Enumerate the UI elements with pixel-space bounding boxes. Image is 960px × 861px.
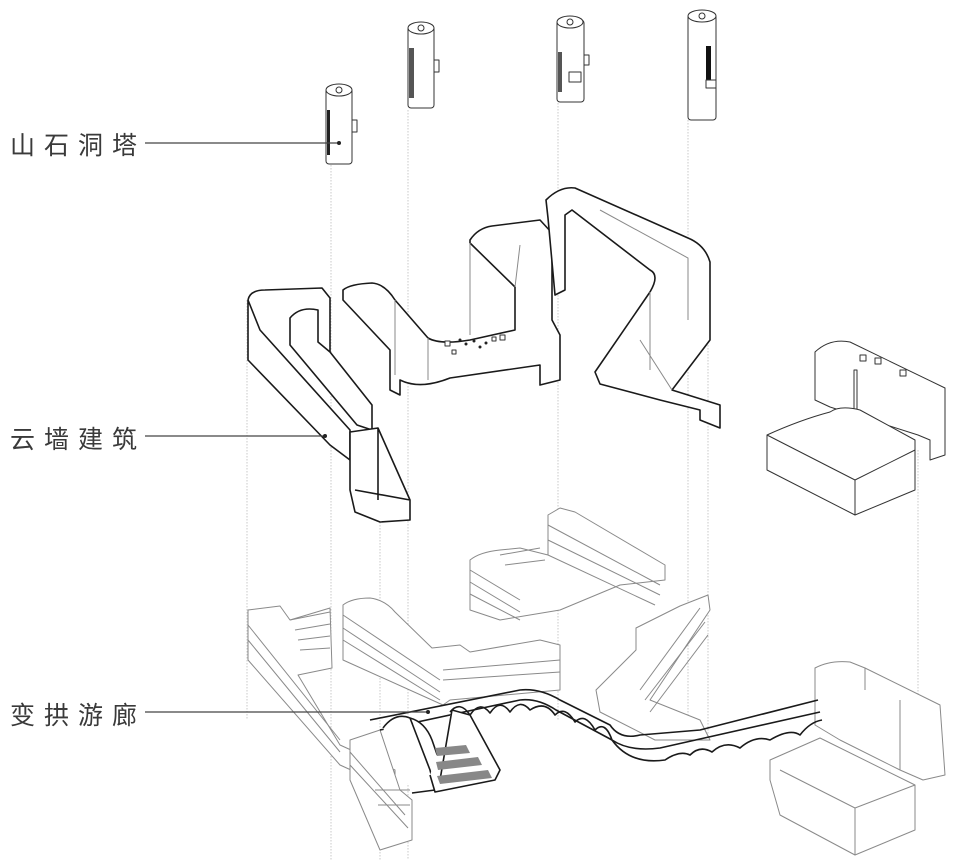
tower — [687, 9, 717, 121]
detached-door — [853, 369, 858, 416]
tower-slot — [558, 52, 562, 92]
floor-lines — [342, 614, 561, 701]
corridor-arch — [382, 715, 449, 794]
wall-perforations — [444, 334, 506, 355]
lower-block-right — [595, 594, 711, 741]
tower — [556, 15, 590, 103]
lower-block-far-right-tall — [814, 661, 946, 781]
perforation — [472, 339, 476, 343]
cloud-wall-right — [545, 186, 721, 429]
tower-slot — [327, 110, 330, 155]
tower-slot — [409, 48, 414, 98]
detached-building — [766, 340, 946, 516]
leader-lines — [145, 141, 430, 714]
label-arched-corridor: 变拱游廊 — [10, 701, 147, 730]
cloud-wall-left-tail — [349, 427, 411, 523]
label-cloud-wall-building: 云墙建筑 — [10, 425, 147, 454]
detached-building-front — [766, 407, 916, 516]
label-stone-cave-tower: 山石洞塔 — [10, 131, 147, 160]
corridor-path — [369, 688, 821, 750]
tower-bracket — [705, 79, 717, 89]
lower-block-far-right-low — [769, 737, 916, 856]
wall-inner-edges — [599, 209, 689, 391]
tower-slot — [706, 46, 711, 81]
tower-window — [568, 71, 582, 83]
cloud-wall-layer — [247, 186, 946, 523]
wall-inner-edges — [394, 243, 521, 380]
tower-bracket — [351, 119, 358, 133]
detached-window — [899, 369, 907, 377]
lower-block-left — [247, 605, 396, 791]
floor-lines — [639, 607, 709, 713]
leader-dot-tower — [337, 141, 341, 145]
leader-dot-corridor — [426, 710, 430, 714]
perforation — [444, 340, 451, 347]
tower-bracket — [583, 54, 590, 66]
perforation — [499, 334, 506, 341]
tower-grille — [335, 86, 343, 94]
tower-body — [687, 13, 717, 121]
detached-building-back — [814, 340, 946, 461]
tower-grille — [417, 24, 425, 32]
perforation — [458, 338, 462, 342]
tower — [407, 21, 440, 109]
tower — [325, 83, 358, 165]
tower-grille — [698, 12, 706, 20]
perforation — [484, 341, 488, 345]
perforation — [464, 342, 468, 346]
floor-lines — [349, 751, 410, 829]
corridor-scallop-edge — [449, 703, 823, 762]
detached-window — [859, 354, 867, 362]
floor-lines — [469, 524, 661, 621]
floor-lines — [247, 611, 341, 753]
perforation — [478, 345, 482, 349]
detached-window — [874, 357, 882, 365]
leader-dot-wall — [323, 434, 327, 438]
perforation — [451, 349, 457, 355]
tower-layer — [325, 9, 717, 165]
tower-grille — [566, 18, 574, 26]
tower-bracket — [433, 59, 440, 73]
perforation — [491, 336, 497, 342]
lower-block-middle — [342, 597, 561, 706]
lower-buildings-layer — [247, 507, 946, 856]
stair-shading — [435, 745, 492, 784]
cloud-wall-middle — [342, 219, 561, 396]
